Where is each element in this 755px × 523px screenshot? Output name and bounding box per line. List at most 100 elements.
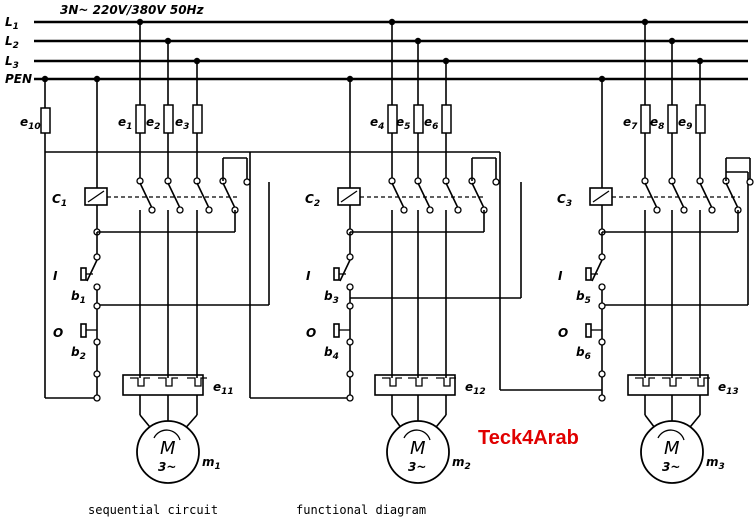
terminal [148,206,156,214]
terminal [93,394,101,402]
caption-sequential: sequential circuit [88,503,218,517]
terminal [346,283,354,291]
coil-slash [592,190,610,203]
stop-actuator [80,323,87,338]
terminal [346,394,354,402]
motor [136,420,200,484]
overload-element [436,377,456,387]
overload-element [635,377,655,387]
terminal [598,394,606,402]
fuse-e2 [163,104,174,134]
motor-label: m1 [202,455,221,472]
start-actuator [80,267,87,281]
motor-symbol: M [664,438,680,459]
contact-blade [139,182,153,209]
fuse-label-e3: e3 [175,115,189,132]
fuse-e6 [441,104,452,134]
bus-label-pen: PEN [5,72,32,86]
terminal [598,338,606,346]
overload-label: e13 [718,380,739,397]
coil-slash [340,190,358,203]
terminal [346,253,354,261]
terminal [708,206,716,214]
start-symbol: I [306,269,311,283]
terminal [346,338,354,346]
fuse-label-e7: e7 [623,115,638,132]
motor-sub: 3~ [408,460,426,474]
contact-blade [725,182,739,209]
fuse-label-e9: e9 [678,115,692,132]
fuse-e5 [413,104,424,134]
contact-blade [196,182,210,209]
start-actuator [333,267,340,281]
stop-actuator [333,323,340,338]
stop-symbol: O [306,326,316,340]
terminal [93,338,101,346]
motor-label: m3 [706,455,725,472]
motor-arrow [403,429,431,441]
terminal [346,302,354,310]
terminal [680,206,688,214]
watermark: Teck4Arab [478,427,579,449]
terminal [243,178,251,186]
overload-element [408,377,428,387]
stop-symbol: O [53,326,63,340]
start-label: b3 [324,289,339,306]
start-label: b5 [576,289,591,306]
bus-label-l2: L2 [5,34,19,51]
motor-label: m2 [452,455,471,472]
bus-label-l3: L3 [5,54,19,71]
motor-symbol: M [410,438,426,459]
coil-slash [87,190,105,203]
motor-sub: 3~ [158,460,176,474]
fuse-e1 [135,104,146,134]
start-actuator [585,267,592,281]
start-blade [339,259,351,282]
terminal [93,370,101,378]
contactor-label: C1 [52,192,67,209]
overload-label: e11 [213,380,234,397]
stop-label: b4 [324,345,339,362]
contactor-label: C2 [305,192,320,209]
fuse-label-e6: e6 [424,115,438,132]
contactor-label: C3 [557,192,572,209]
stop-actuator [585,323,592,338]
terminal [746,178,754,186]
contact-blade [222,182,236,209]
terminal [176,206,184,214]
overload-element [158,377,178,387]
motor-arrow [153,429,181,441]
motor-symbol: M [160,438,176,459]
terminal [598,302,606,310]
contact-blade [471,182,485,209]
fuse-e3 [192,104,203,134]
overload-label: e12 [465,380,486,397]
contact-blade [417,182,431,209]
terminal [598,370,606,378]
start-symbol: I [53,269,58,283]
fuse-e8 [667,104,678,134]
terminal [93,283,101,291]
terminal [426,206,434,214]
stop-label: b2 [71,345,86,362]
start-blade [591,259,603,282]
fuse-label-e5: e5 [396,115,410,132]
supply-fuse [40,107,51,134]
terminal [93,253,101,261]
start-symbol: I [558,269,563,283]
terminal [400,206,408,214]
fuse-label-e2: e2 [146,115,160,132]
start-blade [86,259,98,282]
motor [386,420,450,484]
terminal [598,283,606,291]
overload-element [690,377,710,387]
start-label: b1 [71,289,86,306]
motor [640,420,704,484]
overload-relay [122,374,204,396]
terminal [598,253,606,261]
fuse-label-e1: e1 [118,115,132,132]
